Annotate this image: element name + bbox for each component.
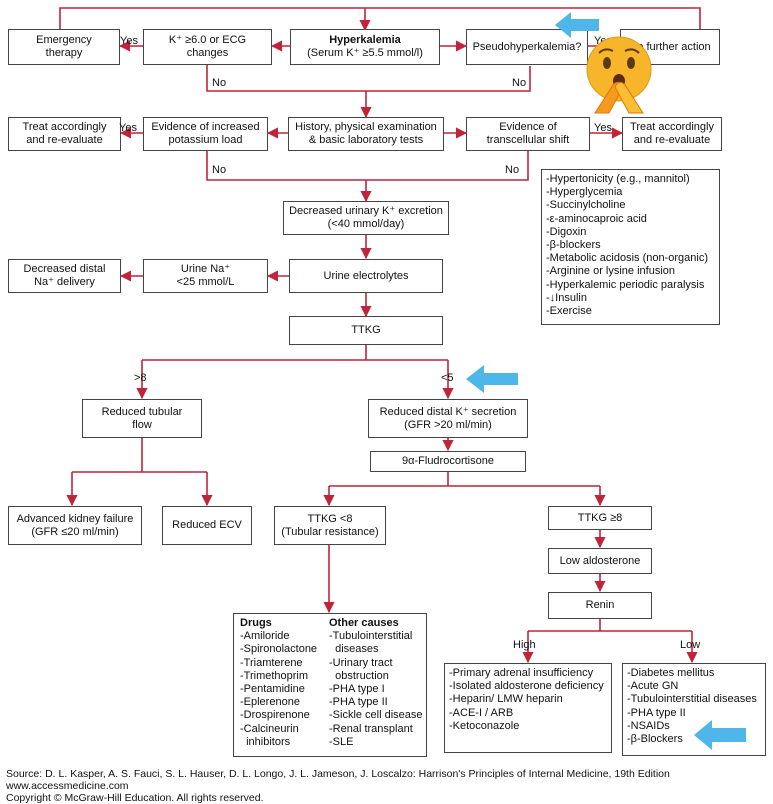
list-item: -Metabolic acidosis (non-organic) (546, 252, 709, 265)
list-item: -Arginine or lysine infusion (546, 265, 676, 278)
highlight-arrow-icon (694, 720, 746, 750)
history-exam-box: History, physical examination & basic la… (288, 117, 444, 151)
source-citation: Source: D. L. Kasper, A. S. Fauci, S. L.… (6, 768, 670, 780)
emergency-therapy-box: Emergency therapy (8, 29, 120, 65)
transcellular-causes-list: -Hypertonicity (e.g., mannitol) -Hypergl… (541, 169, 720, 325)
treat-left-box: Treat accordingly and re-evaluate (8, 117, 121, 151)
source-url: www.accessmedicine.com (6, 780, 129, 792)
list-item: -Primary adrenal insufficiency (449, 667, 594, 679)
shocked-face-emoji-icon (586, 36, 652, 114)
list-item: -Heparin/ LMW heparin (449, 693, 563, 706)
list-item: -Amiloride (240, 630, 290, 643)
ttkg-ge8-box: TTKG ≥8 (548, 506, 652, 530)
highlight-arrow-icon (466, 365, 518, 393)
list-item: -Ketoconazole (449, 719, 520, 732)
list-item: -Hyperglycemia (546, 186, 623, 199)
hyperkalemia-subtitle: (Serum K⁺ ≥5.5 mmol/l) (307, 47, 423, 59)
list-item: -PHA type II (627, 706, 686, 719)
ttkg-lt8-box: TTKG <8 (Tubular resistance) (274, 506, 386, 545)
list-item: -Renal transplant (329, 722, 413, 735)
low-aldosterone-box: Low aldosterone (548, 548, 652, 574)
list-item: -β-blockers (546, 239, 601, 252)
edge-label-no: No (512, 77, 527, 89)
k-ecg-check-box: K⁺ ≥6.0 or ECG changes (143, 29, 272, 65)
urine-electrolytes-box: Urine electrolytes (289, 259, 443, 293)
list-item: -Hypertonicity (e.g., mannitol) (546, 173, 690, 185)
list-item: obstruction (329, 669, 389, 682)
reduced-distal-secretion-box: Reduced distal K⁺ secretion (GFR >20 ml/… (368, 399, 528, 438)
list-item: -Tubulointerstitial (329, 630, 413, 643)
list-item: -Isolated aldosterone deficiency (449, 680, 604, 693)
edge-label-low: Low (680, 639, 701, 651)
list-item: diseases (329, 643, 379, 656)
list-item: -↓Insulin (546, 291, 587, 304)
list-item: -Eplerenone (240, 696, 300, 709)
list-item: -NSAIDs (627, 719, 670, 732)
list-item: -ε-aminocaproic acid (546, 212, 647, 225)
other-causes-header: Other causes (329, 617, 399, 629)
drugs-column: Drugs -Amiloride -Spironolactone -Triamt… (240, 617, 317, 749)
list-item: -PHA type II (329, 696, 388, 709)
list-item: -Trimethoprim (240, 669, 309, 682)
tubular-resistance-causes-box: Drugs -Amiloride -Spironolactone -Triamt… (233, 613, 427, 757)
edge-label-yes: Yes (120, 35, 138, 47)
advanced-kidney-failure-box: Advanced kidney failure (GFR ≤20 ml/min) (8, 506, 142, 545)
list-item: -ACE-I / ARB (449, 706, 514, 719)
list-item: inhibitors (240, 735, 291, 748)
renin-box: Renin (548, 592, 652, 619)
list-item: -SLE (329, 735, 354, 748)
highlight-arrow-icon (555, 12, 599, 38)
copyright-notice: Copyright © McGraw-Hill Education. All r… (6, 792, 264, 804)
list-item: -Urinary tract (329, 656, 393, 669)
urine-na-box: Urine Na⁺ <25 mmol/L (143, 259, 268, 293)
transcellular-shift-box: Evidence of transcellular shift (466, 117, 590, 151)
list-item: -Calcineurin (240, 722, 299, 735)
list-item: -Acute GN (627, 680, 679, 693)
drugs-header: Drugs (240, 617, 272, 629)
decreased-distal-delivery-box: Decreased distal Na⁺ delivery (8, 259, 121, 293)
list-item: -Triamterene (240, 656, 303, 669)
increased-load-box: Evidence of increased potassium load (143, 117, 268, 151)
fludrocortisone-box: 9α-Fludrocortisone (370, 451, 526, 472)
edge-label-gt8: >8 (134, 372, 147, 384)
reduced-tubular-flow-box: Reduced tubular flow (82, 399, 202, 438)
list-item: -Hyperkalemic periodic paralysis (546, 278, 705, 291)
list-item: -Pentamidine (240, 683, 305, 696)
edge-label-no: No (505, 164, 520, 176)
list-item: -Succinylcholine (546, 199, 626, 212)
list-item: -Diabetes mellitus (627, 667, 715, 679)
edge-label-high: High (513, 639, 536, 651)
list-item: -Digoxin (546, 225, 587, 238)
edge-label-no: No (212, 77, 227, 89)
list-item: -β-Blockers (627, 733, 683, 746)
treat-right-box: Treat accordingly and re-evaluate (622, 117, 722, 151)
hyperkalemia-title: Hyperkalemia (329, 34, 401, 46)
edge-label-yes: Yes (119, 122, 137, 134)
list-item: -Tubulointerstitial diseases (627, 693, 757, 706)
list-item: -Sickle cell disease (329, 709, 423, 722)
list-item: -Spironolactone (240, 643, 318, 656)
edge-label-no: No (212, 164, 227, 176)
list-item: -PHA type I (329, 683, 385, 696)
list-item: -Exercise (546, 305, 592, 318)
other-causes-column: Other causes -Tubulointerstitial disease… (329, 617, 423, 749)
reduced-ecv-box: Reduced ECV (162, 506, 252, 545)
list-item: -Drospirenone (240, 709, 310, 722)
high-renin-causes-list: -Primary adrenal insufficiency -Isolated… (444, 663, 612, 753)
hyperkalemia-box: Hyperkalemia (Serum K⁺ ≥5.5 mmol/l) (290, 29, 440, 65)
decreased-excretion-box: Decreased urinary K⁺ excretion (<40 mmol… (283, 201, 449, 235)
edge-label-yes: Yes (594, 122, 612, 134)
ttkg-box: TTKG (289, 316, 443, 345)
edge-label-lt5: <5 (441, 372, 454, 384)
